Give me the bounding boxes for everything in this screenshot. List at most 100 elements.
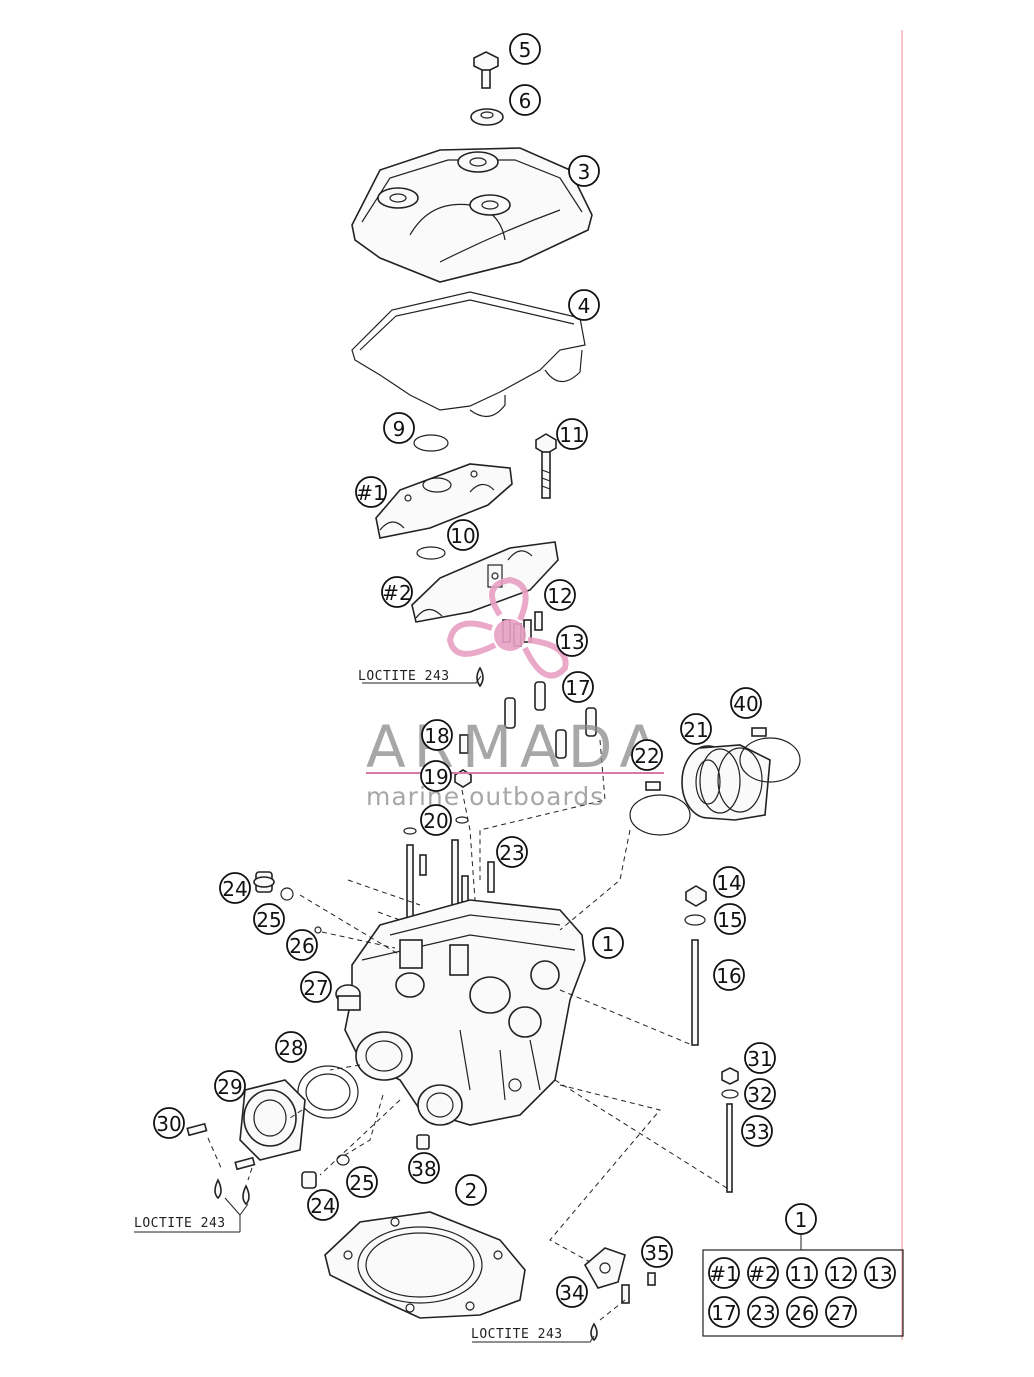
part-callout: 28 xyxy=(275,1031,307,1063)
loctite-label-left: LOCTITE 243 xyxy=(134,1216,226,1231)
part-callout: 11 xyxy=(556,418,588,450)
part-callout: 25 xyxy=(253,903,285,935)
part-callout-label: 25 xyxy=(349,1171,374,1195)
part-callout-label: #1 xyxy=(356,481,385,505)
part-callout-label: 25 xyxy=(256,908,281,932)
part-callout-label: 33 xyxy=(744,1120,769,1144)
kit-callout: 13 xyxy=(864,1257,896,1289)
part-callout: 32 xyxy=(744,1078,776,1110)
cylinder-head-1 xyxy=(344,899,586,1126)
part-callout-label: 29 xyxy=(217,1075,242,1099)
kit-callout: 26 xyxy=(786,1296,818,1328)
kit-callout: 17 xyxy=(708,1296,740,1328)
part-callout: 9 xyxy=(383,412,415,444)
part-callout: 1 xyxy=(785,1203,817,1235)
part-callout-label: 1 xyxy=(795,1208,808,1232)
oring-10 xyxy=(416,546,446,560)
part-callout: 19 xyxy=(420,760,452,792)
part-callout: 2 xyxy=(455,1174,487,1206)
part-callout: 25 xyxy=(346,1166,378,1198)
chain-guide-34 xyxy=(583,1247,626,1289)
part-callout: 16 xyxy=(713,959,745,991)
stud-16 xyxy=(691,939,699,1046)
kit-callout-label: 26 xyxy=(789,1301,814,1325)
part-callout-label: 26 xyxy=(289,934,314,958)
part-callout: 4 xyxy=(568,289,600,321)
watermark-subtitle: marine outboards xyxy=(366,782,604,811)
kit-callout: 11 xyxy=(786,1257,818,1289)
part-callout: 24 xyxy=(219,872,251,904)
part-callout-label: 13 xyxy=(559,630,584,654)
part-callout-label: 30 xyxy=(156,1112,181,1136)
oring-25-top xyxy=(280,887,294,901)
part-callout: 15 xyxy=(714,903,746,935)
part-callout-label: 21 xyxy=(683,718,708,742)
part-callout: 33 xyxy=(741,1115,773,1147)
kit-callout: #1 xyxy=(708,1257,740,1289)
part-callout-label: 9 xyxy=(393,417,406,441)
part-callout-label: 28 xyxy=(278,1036,303,1060)
part-callout: 23 xyxy=(496,836,528,868)
part-callout-label: 16 xyxy=(716,964,741,988)
part-callout-label: 1 xyxy=(602,932,615,956)
part-callout-label: 34 xyxy=(559,1281,584,1305)
kit-callout: #2 xyxy=(747,1257,779,1289)
part-callout: 30 xyxy=(153,1107,185,1139)
part-callout: 24 xyxy=(307,1189,339,1221)
part-callout-label: 24 xyxy=(222,877,247,901)
part-callout-label: #2 xyxy=(382,581,411,605)
part-callout: 21 xyxy=(680,713,712,745)
kit-callout-label: #2 xyxy=(748,1262,777,1286)
kit-callout-label: 11 xyxy=(789,1262,814,1286)
part-callout: 10 xyxy=(447,519,479,551)
part-callout: 17 xyxy=(562,671,594,703)
part-callout: 35 xyxy=(641,1236,673,1268)
bolts-30 xyxy=(186,1122,256,1171)
washer-15 xyxy=(684,914,706,926)
camshaft-bearing-2 xyxy=(411,541,559,623)
part-callout-label: 20 xyxy=(423,809,448,833)
valve-cover-3 xyxy=(351,147,593,283)
part-callout: 18 xyxy=(421,719,453,751)
loctite-drops xyxy=(214,666,598,1342)
loctite-label-top: LOCTITE 243 xyxy=(358,669,450,684)
kit-callout-label: 17 xyxy=(711,1301,736,1325)
oring-25-bottom xyxy=(336,1154,350,1166)
part-callout-label: 19 xyxy=(423,765,448,789)
camshaft-bearing-1 xyxy=(375,463,513,539)
bolt-5 xyxy=(473,51,499,89)
plug-38 xyxy=(416,1134,430,1150)
kit-callout: 23 xyxy=(747,1296,779,1328)
screw-35 xyxy=(621,1272,656,1304)
part-callout: 13 xyxy=(556,625,588,657)
part-callout-label: 31 xyxy=(747,1047,772,1071)
part-callout-label: 40 xyxy=(733,692,758,716)
nut-31 xyxy=(721,1067,739,1085)
part-callout: 31 xyxy=(744,1042,776,1074)
part-callout: 29 xyxy=(214,1070,246,1102)
part-callout-label: 6 xyxy=(519,89,532,113)
part-callout: 14 xyxy=(713,866,745,898)
kit-callout-label: 23 xyxy=(750,1301,775,1325)
part-callout: 40 xyxy=(730,687,762,719)
part-callout-label: 5 xyxy=(519,38,532,62)
part-callout-label: 18 xyxy=(424,724,449,748)
part-callout-label: 17 xyxy=(565,676,590,700)
part-callout-label: 27 xyxy=(303,976,328,1000)
part-callout: 38 xyxy=(408,1152,440,1184)
part-callout-label: 3 xyxy=(578,160,591,184)
gasket-28 xyxy=(297,1065,359,1119)
kit-callout-label: 27 xyxy=(828,1301,853,1325)
part-callout: 5 xyxy=(509,33,541,65)
part-callout: 20 xyxy=(420,804,452,836)
kit-callout-label: 13 xyxy=(867,1262,892,1286)
assembly-lines xyxy=(134,675,731,1343)
plug-24-bottom xyxy=(301,1171,317,1189)
part-callout-label: 12 xyxy=(547,584,572,608)
intake-boot-21 xyxy=(681,744,771,821)
part-callout-label: 10 xyxy=(450,524,475,548)
washer-32 xyxy=(721,1089,739,1099)
